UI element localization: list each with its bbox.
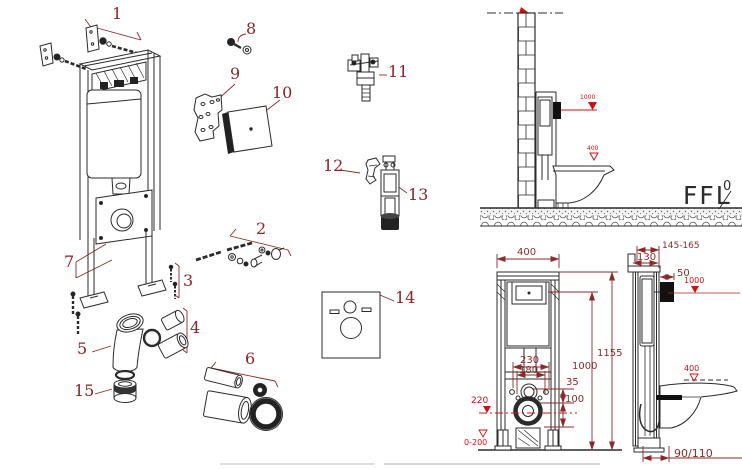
part7-leader	[75, 243, 113, 279]
bowl-level-marker	[589, 152, 599, 162]
dim-lower-fixing: 180	[519, 365, 539, 376]
part-label-8: 8	[246, 19, 257, 38]
ffl-tick	[718, 190, 732, 210]
fill-valve	[347, 53, 387, 102]
flush-plate-profile	[660, 282, 674, 302]
profile-plate-level: 1000	[684, 276, 705, 285]
profile-dimensions	[632, 246, 742, 462]
dim-plate-depth: 50	[677, 268, 690, 279]
dim-frame-width: 400	[517, 247, 537, 258]
part-label-2: 2	[256, 219, 267, 238]
dim-frame-height: 1155	[597, 348, 623, 359]
plate-level-marker	[588, 102, 597, 110]
pipe-couplings	[142, 307, 189, 359]
part-label-7: 7	[64, 252, 75, 271]
in-wall-frame	[535, 91, 561, 210]
flush-valve	[380, 155, 408, 230]
dim-frame-depth: 130	[637, 252, 657, 263]
front-dimensions	[478, 254, 618, 451]
ffl-label: FFL	[683, 181, 732, 210]
profile-elevation-view	[627, 246, 742, 462]
flush-plate-side	[553, 102, 561, 119]
part-label-11: 11	[388, 62, 409, 81]
dim-plate-height: 1000	[572, 361, 598, 372]
dim-outlet-level: 220	[471, 396, 489, 406]
part-label-3: 3	[183, 271, 194, 290]
dim-depth-range: 145-165	[662, 241, 700, 251]
wall-bracket-kit	[39, 18, 142, 71]
side-plate-level: 1000	[580, 94, 596, 101]
fixing-kit	[195, 228, 292, 268]
outlet-collar	[94, 369, 137, 403]
frame-front	[494, 271, 562, 451]
part-label-6: 6	[245, 349, 256, 368]
side-elevation-view	[480, 7, 742, 227]
screw-and-nut	[227, 33, 252, 55]
access-plate	[222, 99, 281, 154]
profile-bowl-level: 400	[684, 364, 700, 373]
connection-pipes	[203, 361, 283, 431]
flush-elbow-pipe	[91, 313, 144, 372]
part-label-10: 10	[272, 83, 293, 102]
dim-outlet-drop: 100	[565, 394, 585, 405]
fixing-pins	[168, 262, 180, 299]
frame-tower	[78, 49, 167, 309]
dim-upper-fixing: 230	[520, 355, 540, 366]
part-label-1: 1	[112, 4, 123, 23]
sound-insulation-mat	[321, 291, 395, 359]
ffl-zero-level: 0	[723, 179, 732, 194]
exploded-parts-view	[39, 18, 408, 431]
part-label-5: 5	[77, 339, 88, 358]
gasket-plate	[193, 83, 236, 142]
toilet-bowl-side	[552, 165, 615, 208]
part-label-4: 4	[190, 318, 201, 337]
part-label-12: 12	[323, 156, 344, 175]
retaining-clip	[339, 157, 381, 185]
brick-wall	[517, 12, 536, 210]
dim-foot-range: 0-200	[464, 438, 488, 447]
dim-outlet-pipe: 90/110	[674, 447, 713, 460]
floor-section	[480, 207, 742, 227]
dim-fixing-offset: 35	[566, 377, 579, 388]
part-label-15: 15	[74, 381, 95, 400]
side-bowl-level: 400	[587, 145, 599, 152]
frame-profile	[627, 253, 674, 453]
part-label-9: 9	[230, 64, 241, 83]
part-label-14: 14	[395, 288, 416, 307]
threaded-rods	[70, 291, 81, 334]
toilet-bowl-profile	[656, 379, 738, 429]
part-label-13: 13	[408, 185, 429, 204]
wall-top-marker	[519, 7, 529, 14]
front-elevation-view	[478, 254, 622, 451]
